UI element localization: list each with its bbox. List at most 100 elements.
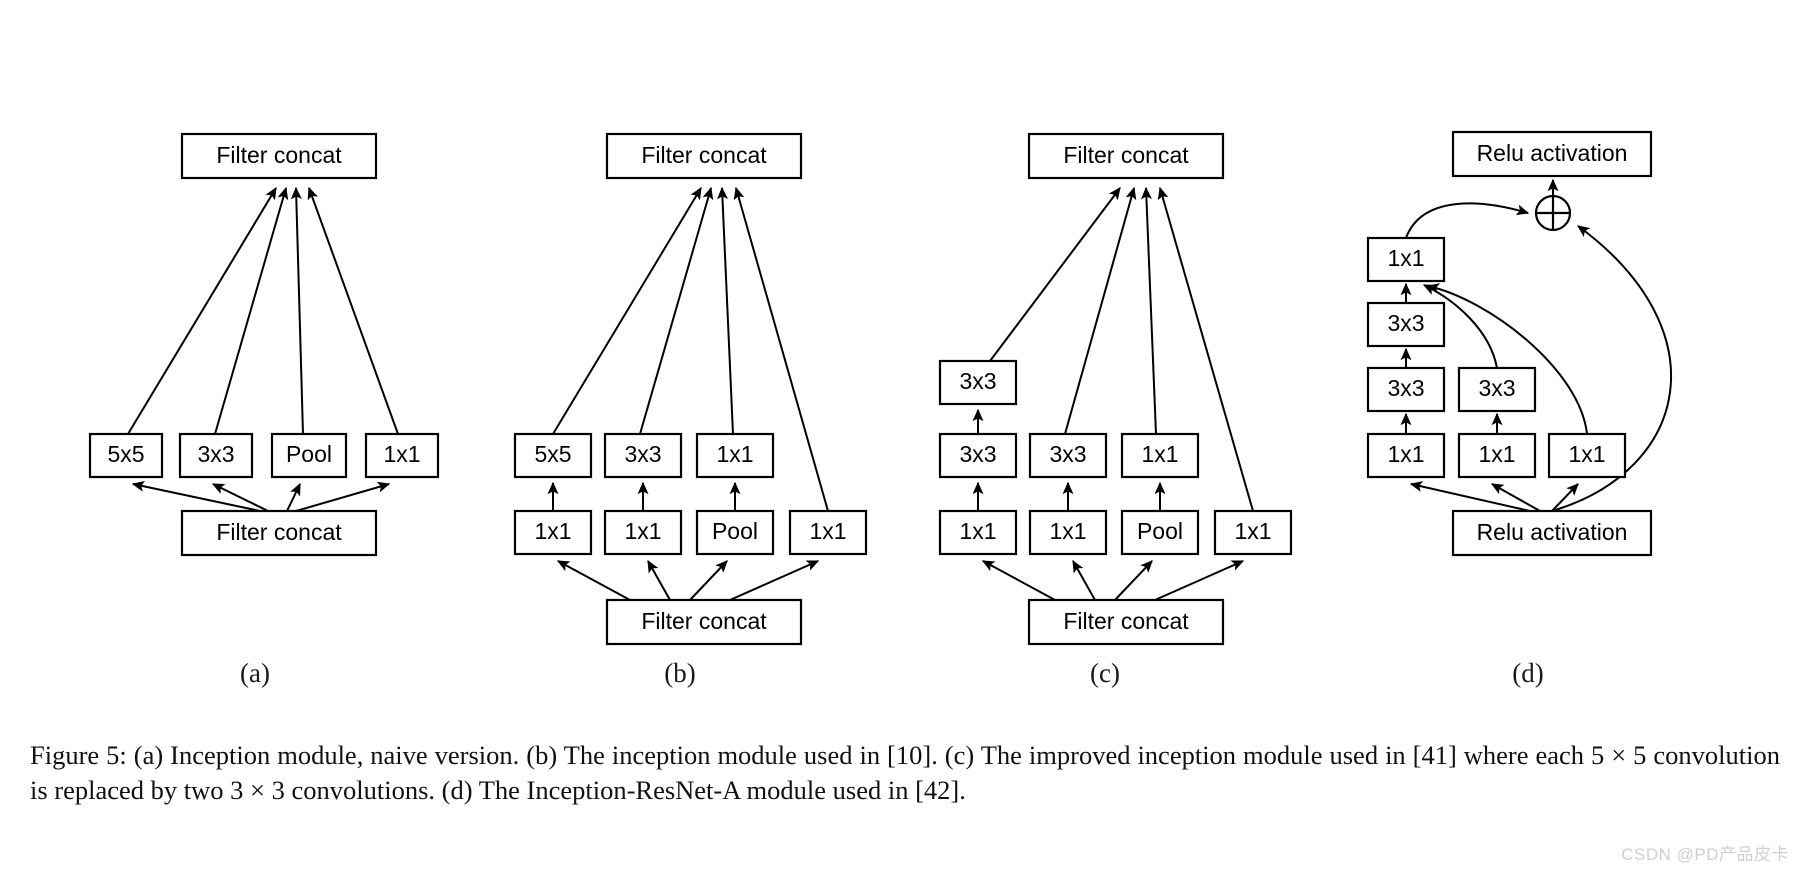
edge-d-skip-connection bbox=[1551, 225, 1673, 512]
node-label: 3x3 bbox=[959, 441, 996, 467]
node-label: Filter concat bbox=[216, 519, 342, 545]
node-a-top-concat[interactable]: Filter concat bbox=[180, 132, 378, 180]
node-d-conv-3x3-a[interactable]: 3x3 bbox=[1366, 301, 1446, 348]
node-c-conv-3x3-mid[interactable]: 3x3 bbox=[938, 432, 1018, 479]
node-a-conv-1x1[interactable]: 1x1 bbox=[364, 432, 440, 479]
node-b-conv-1x1-right[interactable]: 1x1 bbox=[788, 509, 868, 556]
edge-b-5x5-to-concat bbox=[552, 186, 702, 435]
node-b-conv-1x1-top[interactable]: 1x1 bbox=[695, 432, 775, 479]
node-label: 1x1 bbox=[1387, 441, 1424, 467]
edge-d-1x1-to-sum bbox=[1405, 202, 1530, 239]
node-label: 1x1 bbox=[716, 441, 753, 467]
panel-c-edges-down bbox=[981, 559, 1245, 601]
node-label: 3x3 bbox=[1387, 310, 1424, 336]
node-d-conv-1x1-projection[interactable]: 1x1 bbox=[1366, 236, 1446, 283]
sum-node[interactable] bbox=[1534, 194, 1572, 232]
edge-c-3x3top-to-concat bbox=[989, 187, 1121, 362]
node-label: 1x1 bbox=[1049, 518, 1086, 544]
panel-b-edges-up bbox=[552, 186, 829, 512]
node-d-bottom-relu[interactable]: Relu activation bbox=[1451, 509, 1653, 557]
edge-b-concat-to-pool bbox=[689, 560, 728, 601]
node-b-bottom-concat[interactable]: Filter concat bbox=[605, 598, 803, 646]
node-c-bottom-concat[interactable]: Filter concat bbox=[1027, 598, 1225, 646]
node-d-red-1x1-a[interactable]: 1x1 bbox=[1366, 432, 1446, 479]
node-c-red-1x1-b[interactable]: 1x1 bbox=[1028, 509, 1108, 556]
panel-c: Filter concat 3x3 3x3 3x3 1x1 1x1 bbox=[938, 132, 1293, 688]
panel-c-edges-up bbox=[989, 186, 1254, 512]
node-c-conv-1x1-right[interactable]: 1x1 bbox=[1213, 509, 1293, 556]
edge-concat-to-5x5 bbox=[131, 480, 261, 512]
node-a-conv-5x5[interactable]: 5x5 bbox=[88, 432, 164, 479]
panel-d: Relu activation 1x1 3x3 3x3 3x3 bbox=[1366, 130, 1673, 688]
node-label: Filter concat bbox=[641, 142, 767, 168]
node-a-pool[interactable]: Pool bbox=[270, 432, 348, 479]
node-d-conv-3x3-c[interactable]: 3x3 bbox=[1457, 366, 1537, 413]
edge-3x3-to-concat bbox=[214, 186, 289, 435]
panel-b-edges-vertical bbox=[547, 481, 741, 511]
edge-d-1x1c-to-1x1top bbox=[1426, 283, 1588, 435]
node-label: Pool bbox=[286, 441, 332, 467]
panel-letter-d: (d) bbox=[1512, 658, 1543, 688]
edge-c-1x1pool-to-concat bbox=[1140, 186, 1157, 435]
node-c-conv-3x3-top[interactable]: 3x3 bbox=[938, 359, 1018, 406]
caption-line-1: Figure 5: (a) Inception module, naive ve… bbox=[30, 740, 1379, 770]
node-c-pool[interactable]: Pool bbox=[1120, 509, 1200, 556]
edge-b-1x1r-to-concat bbox=[733, 186, 829, 512]
node-c-conv-3x3-branch[interactable]: 3x3 bbox=[1028, 432, 1108, 479]
panel-c-edges-vertical bbox=[972, 408, 1166, 511]
node-d-conv-3x3-b[interactable]: 3x3 bbox=[1366, 366, 1446, 413]
panel-a-edges-down bbox=[131, 480, 391, 512]
node-label: 3x3 bbox=[197, 441, 234, 467]
node-b-conv-5x5[interactable]: 5x5 bbox=[513, 432, 593, 479]
node-label: Relu activation bbox=[1477, 140, 1628, 166]
panel-letter-a: (a) bbox=[240, 658, 270, 688]
panel-letter-b: (b) bbox=[664, 658, 695, 688]
edge-d-relu-to-1x1b bbox=[1490, 483, 1541, 512]
edge-concat-to-pool bbox=[286, 482, 301, 512]
edge-b-concat-to-1x1r bbox=[729, 560, 820, 601]
panel-b: Filter concat 5x5 3x3 1x1 1x1 1x1 bbox=[513, 132, 868, 688]
node-label: 5x5 bbox=[534, 441, 571, 467]
node-label: 1x1 bbox=[1478, 441, 1515, 467]
panel-b-edges-down bbox=[556, 559, 820, 601]
node-d-red-1x1-c[interactable]: 1x1 bbox=[1547, 432, 1627, 479]
node-c-top-concat[interactable]: Filter concat bbox=[1027, 132, 1225, 180]
figure-caption: Figure 5: (a) Inception module, naive ve… bbox=[30, 738, 1780, 808]
edge-b-concat-to-1x1a bbox=[556, 560, 631, 601]
node-label: Filter concat bbox=[1063, 142, 1189, 168]
node-c-conv-1x1-pool[interactable]: 1x1 bbox=[1120, 432, 1200, 479]
node-label: Relu activation bbox=[1477, 519, 1628, 545]
panel-a: Filter concat 5x5 3x3 Pool 1x1 Filter co… bbox=[88, 132, 440, 688]
edge-c-concat-to-1x1a bbox=[981, 560, 1056, 601]
csdn-watermark: CSDN @PD产品皮卡 bbox=[1621, 845, 1789, 864]
edge-b-concat-to-1x1b bbox=[647, 559, 671, 601]
node-c-red-1x1-a[interactable]: 1x1 bbox=[938, 509, 1018, 556]
node-b-red-1x1-b[interactable]: 1x1 bbox=[603, 509, 683, 556]
node-label: 1x1 bbox=[1568, 441, 1605, 467]
node-b-pool[interactable]: Pool bbox=[695, 509, 775, 556]
node-label: 5x5 bbox=[107, 441, 144, 467]
node-a-bottom-concat[interactable]: Filter concat bbox=[180, 509, 378, 557]
edge-5x5-to-concat bbox=[127, 186, 277, 435]
node-d-red-1x1-b[interactable]: 1x1 bbox=[1457, 432, 1537, 479]
node-a-conv-3x3[interactable]: 3x3 bbox=[178, 432, 254, 479]
panel-a-edges-up bbox=[127, 186, 399, 435]
node-label: 3x3 bbox=[959, 368, 996, 394]
caption-line-2: in [41] where each 5 × 5 convolution is … bbox=[30, 740, 1780, 805]
edge-b-3x3-to-concat bbox=[639, 186, 714, 435]
edge-pool-to-concat bbox=[290, 186, 304, 435]
node-label: 1x1 bbox=[1387, 245, 1424, 271]
node-label: 3x3 bbox=[1478, 375, 1515, 401]
edge-c-concat-to-1x1b bbox=[1072, 559, 1096, 601]
edge-concat-to-1x1 bbox=[295, 481, 391, 512]
node-label: 1x1 bbox=[1234, 518, 1271, 544]
node-b-conv-3x3[interactable]: 3x3 bbox=[603, 432, 683, 479]
edge-c-concat-to-1x1r bbox=[1154, 560, 1245, 601]
edge-b-1x1-to-concat bbox=[717, 186, 734, 435]
node-b-red-1x1-a[interactable]: 1x1 bbox=[513, 509, 593, 556]
node-b-top-concat[interactable]: Filter concat bbox=[605, 132, 803, 180]
node-label: Pool bbox=[712, 518, 758, 544]
node-d-top-relu[interactable]: Relu activation bbox=[1451, 130, 1653, 178]
